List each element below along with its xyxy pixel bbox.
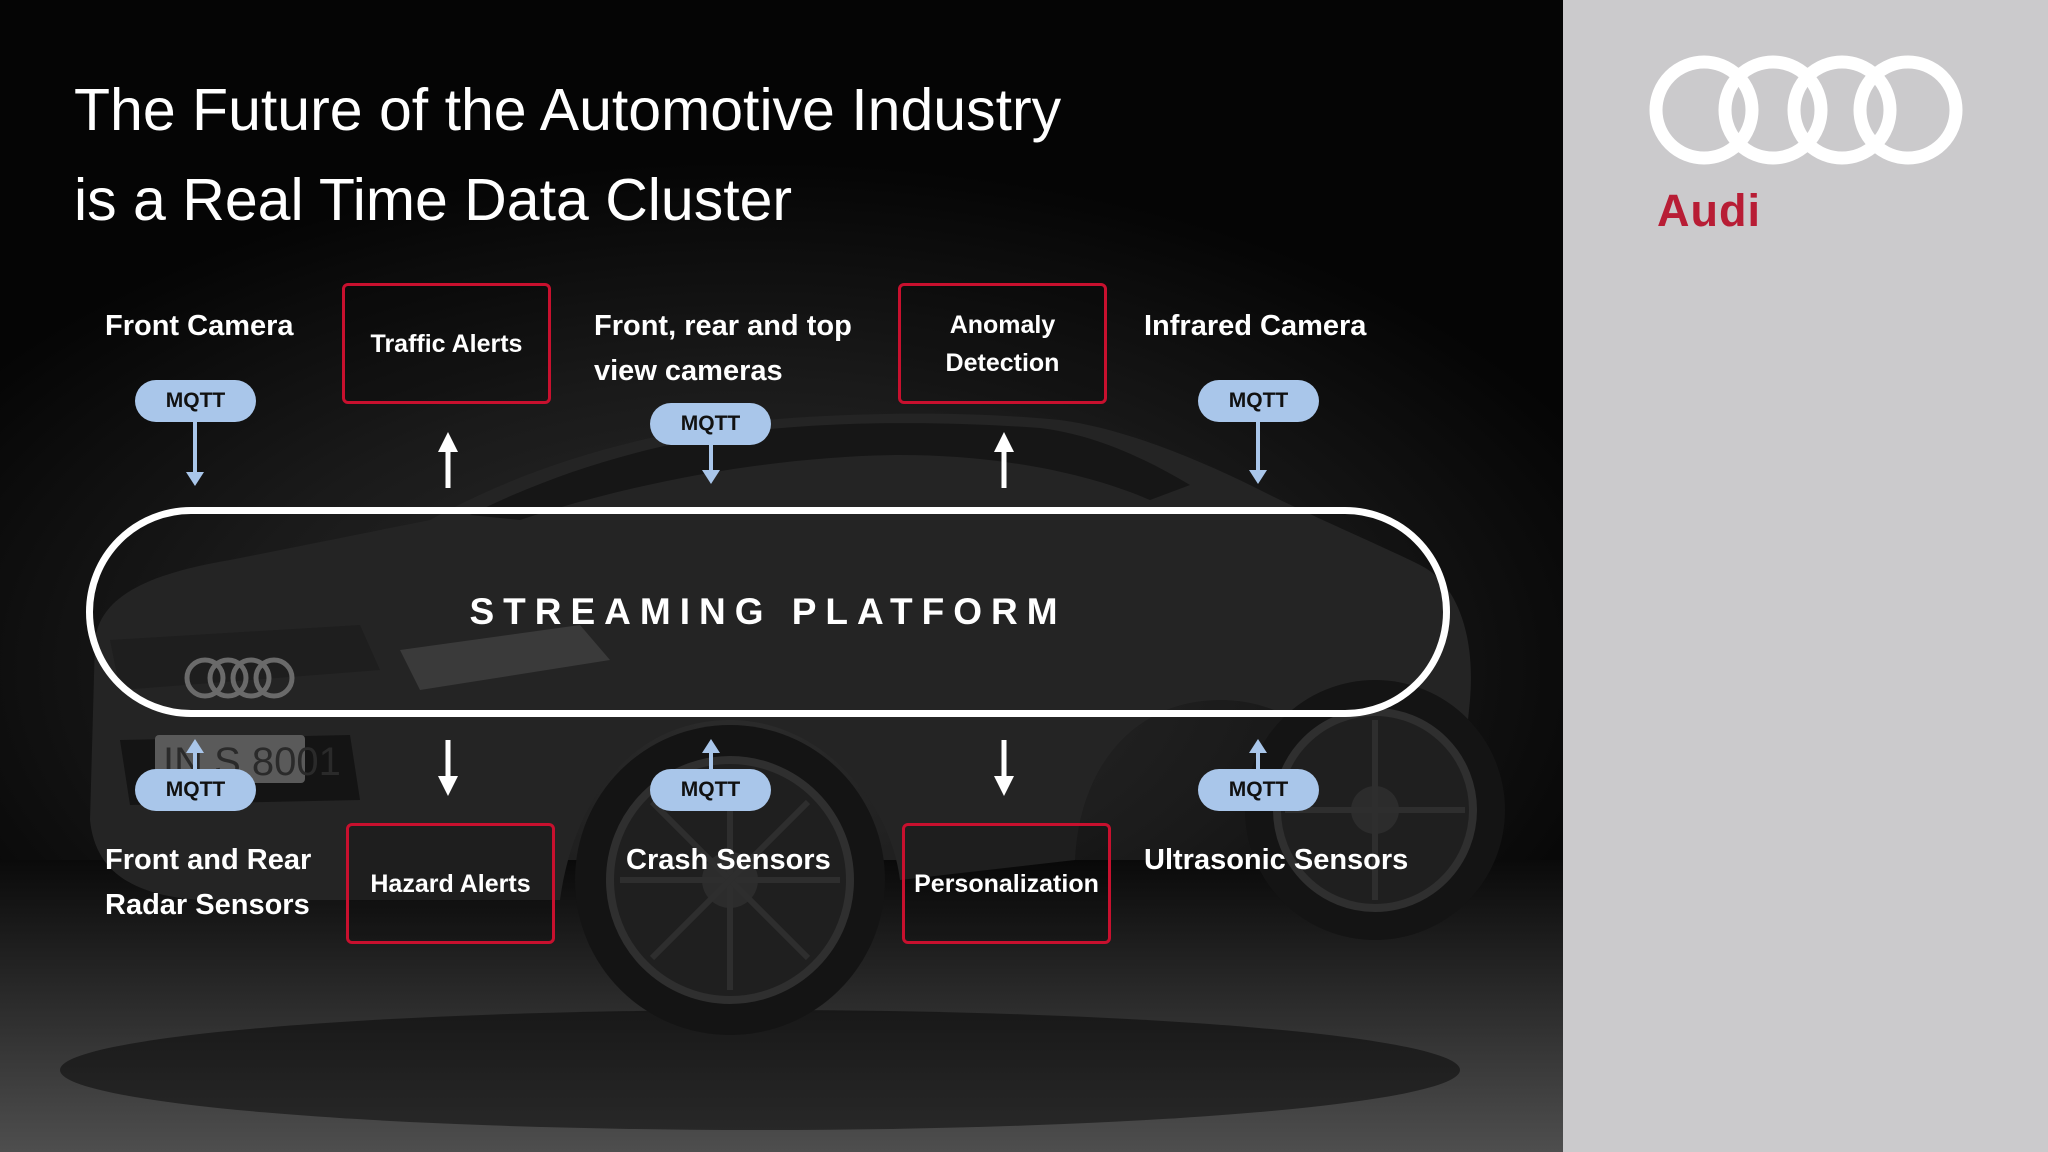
anomaly-detection-box: Anomaly Detection [898, 283, 1107, 404]
front-camera-label: Front Camera [105, 310, 294, 342]
radar-sensors-label: Front and Rear Radar Sensors [105, 838, 311, 928]
slide-title-line-2: is a Real Time Data Cluster [74, 167, 793, 233]
arrow-anomaly-up [994, 432, 1014, 488]
mqtt-pill-cameras: MQTT [650, 403, 771, 445]
arrow-cameras-down [702, 445, 720, 484]
mqtt-pill-infrared: MQTT [1198, 380, 1319, 422]
arrow-personalization-down [994, 740, 1014, 796]
arrow-radar-up [186, 739, 204, 770]
arrow-front-camera-down [186, 422, 204, 486]
hazard-alerts-label: Hazard Alerts [370, 869, 531, 898]
cameras-label-line-2: view cameras [594, 355, 783, 387]
mqtt-pill-crash: MQTT [650, 769, 771, 811]
slide: IN S 8001 The Future of the Automotive I… [0, 0, 1563, 1152]
arrow-traffic-alerts-up [438, 432, 458, 488]
audi-wordmark: Audi [1657, 185, 1761, 236]
arrow-crash-up [702, 739, 720, 770]
personalization-label: Personalization [914, 869, 1099, 898]
audi-rings-logo [1649, 55, 1963, 165]
streaming-platform-label: STREAMING PLATFORM [469, 591, 1067, 632]
slide-title-line-1: The Future of the Automotive Industry [74, 77, 1062, 143]
cameras-label: Front, rear and top view cameras [594, 304, 852, 394]
personalization-box: Personalization [902, 823, 1111, 944]
cameras-label-line-1: Front, rear and top [594, 310, 852, 342]
brand-sidebar [1563, 0, 2048, 1152]
mqtt-pill-front-camera: MQTT [135, 380, 256, 422]
infrared-camera-label: Infrared Camera [1144, 310, 1367, 342]
hazard-alerts-box: Hazard Alerts [346, 823, 555, 944]
radar-label-line-1: Front and Rear [105, 844, 312, 876]
traffic-alerts-box: Traffic Alerts [342, 283, 551, 404]
mqtt-pill-radar: MQTT [135, 769, 256, 811]
arrow-ultrasonic-up [1249, 739, 1267, 770]
radar-label-line-2: Radar Sensors [105, 889, 310, 921]
anomaly-label-line-2: Detection [945, 348, 1060, 377]
crash-sensors-label: Crash Sensors [626, 844, 831, 876]
arrow-hazard-down [438, 740, 458, 796]
traffic-alerts-label: Traffic Alerts [370, 329, 523, 358]
ultrasonic-sensors-label: Ultrasonic Sensors [1144, 844, 1409, 876]
connector-arrows [186, 422, 1267, 796]
arrow-infrared-down [1249, 422, 1267, 484]
streaming-platform: STREAMING PLATFORM [86, 507, 1450, 717]
anomaly-label-line-1: Anomaly [949, 310, 1056, 339]
mqtt-pill-ultrasonic: MQTT [1198, 769, 1319, 811]
